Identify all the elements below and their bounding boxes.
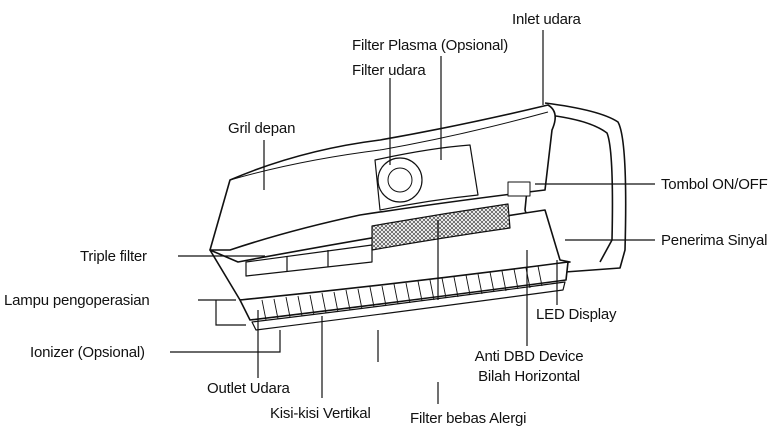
leader-lampu	[198, 300, 246, 325]
label-inlet-udara: Inlet udara	[512, 11, 581, 28]
label-anti-dbd: Anti DBD Device	[466, 348, 592, 365]
label-filter-udara: Filter udara	[352, 62, 425, 79]
label-bilah-horizontal: Bilah Horizontal	[466, 368, 592, 385]
label-gril-depan: Gril depan	[228, 120, 295, 137]
right-housing	[545, 103, 626, 272]
label-filter-bebas-alergi: Filter bebas Alergi	[410, 410, 526, 427]
on-off-button-box	[508, 182, 530, 196]
label-outlet-udara: Outlet Udara	[207, 380, 290, 397]
label-triple-filter: Triple filter	[80, 248, 147, 265]
label-ionizer: Ionizer (Opsional)	[30, 344, 145, 361]
label-filter-plasma: Filter Plasma (Opsional)	[352, 37, 508, 54]
label-led-display: LED Display	[536, 306, 616, 323]
label-kisi-vertikal: Kisi-kisi Vertikal	[270, 405, 371, 422]
label-lampu-pengoperasian: Lampu pengoperasian	[4, 292, 149, 309]
leader-ionizer	[170, 330, 280, 352]
label-penerima-sinyal: Penerima Sinyal	[661, 232, 767, 249]
label-tombol-on-off: Tombol ON/OFF	[661, 176, 768, 193]
